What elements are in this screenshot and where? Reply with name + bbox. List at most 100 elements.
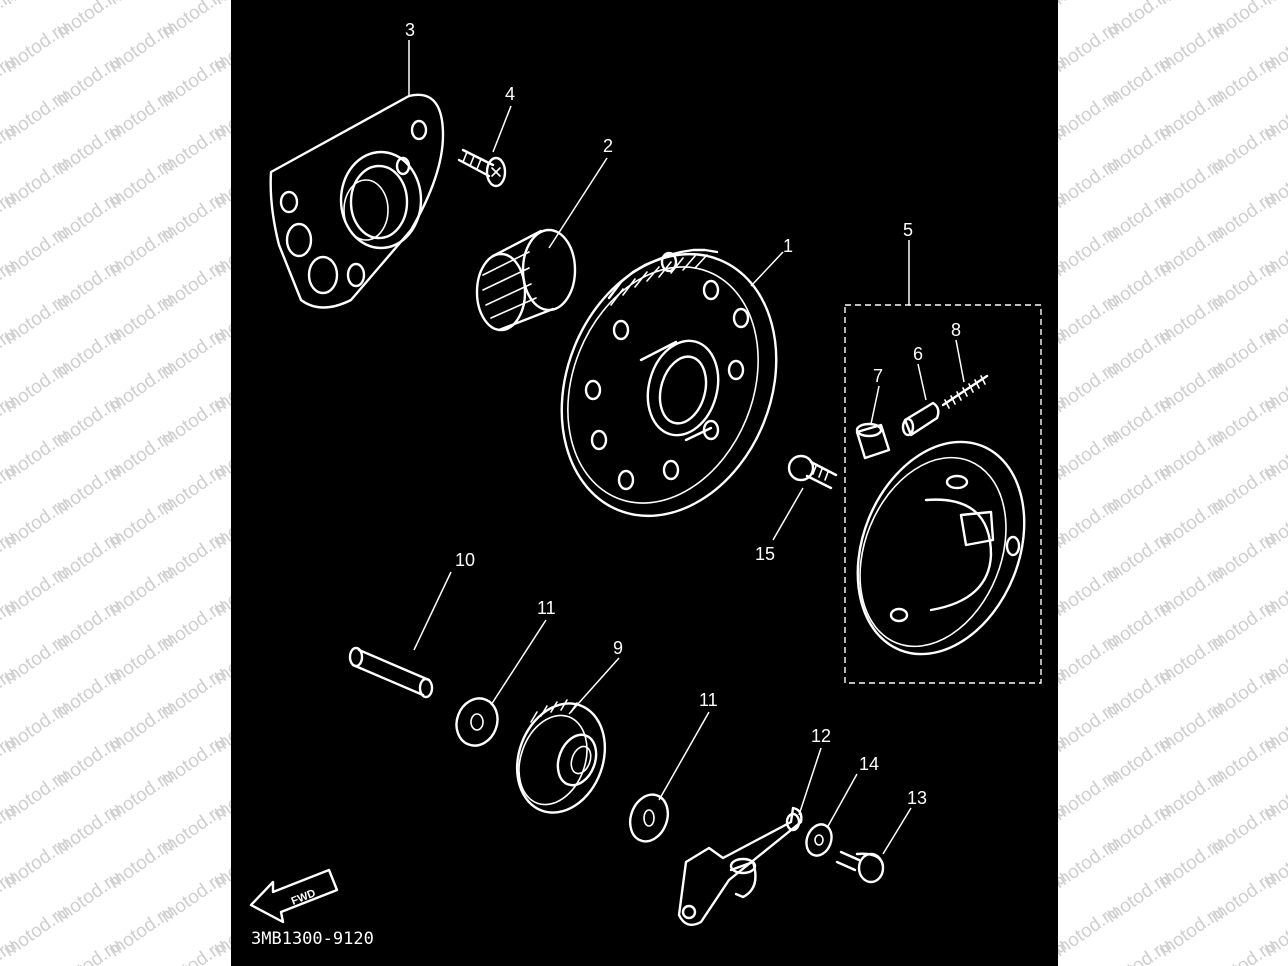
watermark-text: motod.ru (1207, 866, 1281, 928)
watermark-text: motod.ru (1260, 356, 1288, 418)
watermark-text: motod.ru (0, 696, 74, 758)
watermark-text: motod.ru (157, 254, 231, 316)
watermark-text: motod.ru (1050, 628, 1124, 690)
watermark-text: motod.ru (1155, 0, 1229, 10)
watermark-text: motod.ru (1102, 390, 1176, 452)
watermark-text: motod.ru (1050, 560, 1124, 622)
watermark-text: motod.ru (1050, 356, 1124, 418)
watermark-text: motod.ru (0, 0, 74, 10)
watermark-text: motod.ru (0, 118, 21, 180)
watermark-text: motod.ru (0, 186, 21, 248)
watermark-text: motod.ru (1207, 118, 1281, 180)
watermark-text: motod.ru (105, 764, 179, 826)
callout-14: 14 (859, 754, 879, 774)
watermark-text: motod.ru (1102, 458, 1176, 520)
watermark-text: motod.ru (52, 594, 126, 656)
watermark-text: motod.ru (1260, 560, 1288, 622)
watermark-text: motod.ru (52, 322, 126, 384)
watermark-text: motod.ru (105, 492, 179, 554)
watermark-text: motod.ru (105, 84, 179, 146)
watermark-text: motod.ru (0, 866, 21, 928)
watermark-text: motod.ru (0, 526, 21, 588)
watermark-text: motod.ru (1155, 560, 1229, 622)
watermark-text: motod.ru (157, 390, 231, 452)
watermark-text: motod.ru (1155, 764, 1229, 826)
watermark-text: motod.ru (1102, 186, 1176, 248)
watermark-text: motod.ru (52, 934, 126, 966)
part-10-shaft (348, 646, 434, 699)
callout-4: 4 (505, 84, 515, 104)
watermark-text: motod.ru (1260, 0, 1288, 10)
watermark-text: motod.ru (1102, 118, 1176, 180)
watermark-text: motod.ru (157, 662, 231, 724)
watermark-text: motod.ru (1207, 526, 1281, 588)
watermark-text: motod.ru (1102, 662, 1176, 724)
watermark-text: motod.ru (52, 730, 126, 792)
watermark-text: motod.ru (1102, 866, 1176, 928)
watermark-text: motod.ru (105, 152, 179, 214)
watermark-text: motod.ru (1260, 152, 1288, 214)
watermark-text: motod.ru (158, 0, 232, 44)
watermark-text: motod.ru (157, 322, 231, 384)
watermark-text: motod.ru (0, 424, 74, 486)
part-13-bolt (835, 850, 885, 884)
watermark-text: motod.ru (0, 730, 21, 792)
part-12-stopper-plate (677, 806, 803, 926)
part-14-washer (805, 823, 833, 857)
watermark-text: motod.ru (105, 220, 179, 282)
watermark-text: motod.ru (105, 288, 179, 350)
watermark-text: motod.ru (1155, 900, 1229, 962)
watermark-text: motod.ru (0, 832, 74, 894)
watermark-text: motod.ru (105, 356, 179, 418)
watermark-text: motod.ru (105, 424, 179, 486)
part-5-assembly-box (844, 304, 1042, 684)
callout-12: 12 (811, 726, 831, 746)
callout-7: 7 (873, 366, 883, 386)
watermark-text: motod.ru (157, 730, 231, 792)
watermark-text: motod.ru (1102, 730, 1176, 792)
watermark-text: motod.ru (1260, 220, 1288, 282)
part-6-plunger (901, 401, 940, 437)
watermark-text: motod.ru (1155, 696, 1229, 758)
watermark-text: motod.ru (1155, 628, 1229, 690)
watermark-text: motod.ru (0, 594, 21, 656)
watermark-text: motod.ru (0, 934, 21, 966)
leader-lines (408, 40, 965, 855)
watermark-text: motod.ru (1155, 492, 1229, 554)
watermark-text: motod.ru (0, 16, 74, 78)
fwd-label: FWD (290, 887, 318, 908)
watermark-text: motod.ru (157, 594, 231, 656)
watermark-text: motod.ru (0, 288, 74, 350)
watermark-text: motod.ru (1050, 764, 1124, 826)
part-15-bolt (787, 454, 838, 490)
part-2-needle-bearing (475, 228, 577, 332)
watermark-text: motod.ru (1207, 594, 1281, 656)
watermark-text: motod.ru (1260, 832, 1288, 894)
part-3-plate (269, 93, 445, 309)
watermark-text: motod.ru (157, 934, 231, 966)
watermark-text: motod.ru (1155, 220, 1229, 282)
watermark-text: motod.ru (0, 458, 21, 520)
watermark-text: motod.ru (53, 0, 127, 44)
watermark-text: motod.ru (0, 900, 74, 962)
part-8-spring (941, 374, 989, 409)
watermark-text: motod.ru (0, 84, 74, 146)
watermark-text: motod.ru (1260, 16, 1288, 78)
callout-9: 9 (613, 638, 623, 658)
watermark-text: motod.ru (1208, 0, 1282, 44)
callout-2: 2 (603, 136, 613, 156)
watermark-text: motod.ru (1102, 934, 1176, 966)
watermark-text: motod.ru (1050, 492, 1124, 554)
watermark-text: motod.ru (1050, 288, 1124, 350)
callout-8: 8 (951, 320, 961, 340)
watermark-text: motod.ru (105, 628, 179, 690)
watermark-text: motod.ru (157, 798, 231, 860)
callout-15: 15 (755, 544, 775, 564)
watermark-text: motod.ru (1207, 186, 1281, 248)
watermark-text: motod.ru (52, 186, 126, 248)
watermark-text: motod.ru (1207, 50, 1281, 112)
watermark-text: motod.ru (52, 798, 126, 860)
watermark-text: motod.ru (1260, 696, 1288, 758)
watermark-text: motod.ru (1260, 84, 1288, 146)
watermark-text: motod.ru (52, 526, 126, 588)
